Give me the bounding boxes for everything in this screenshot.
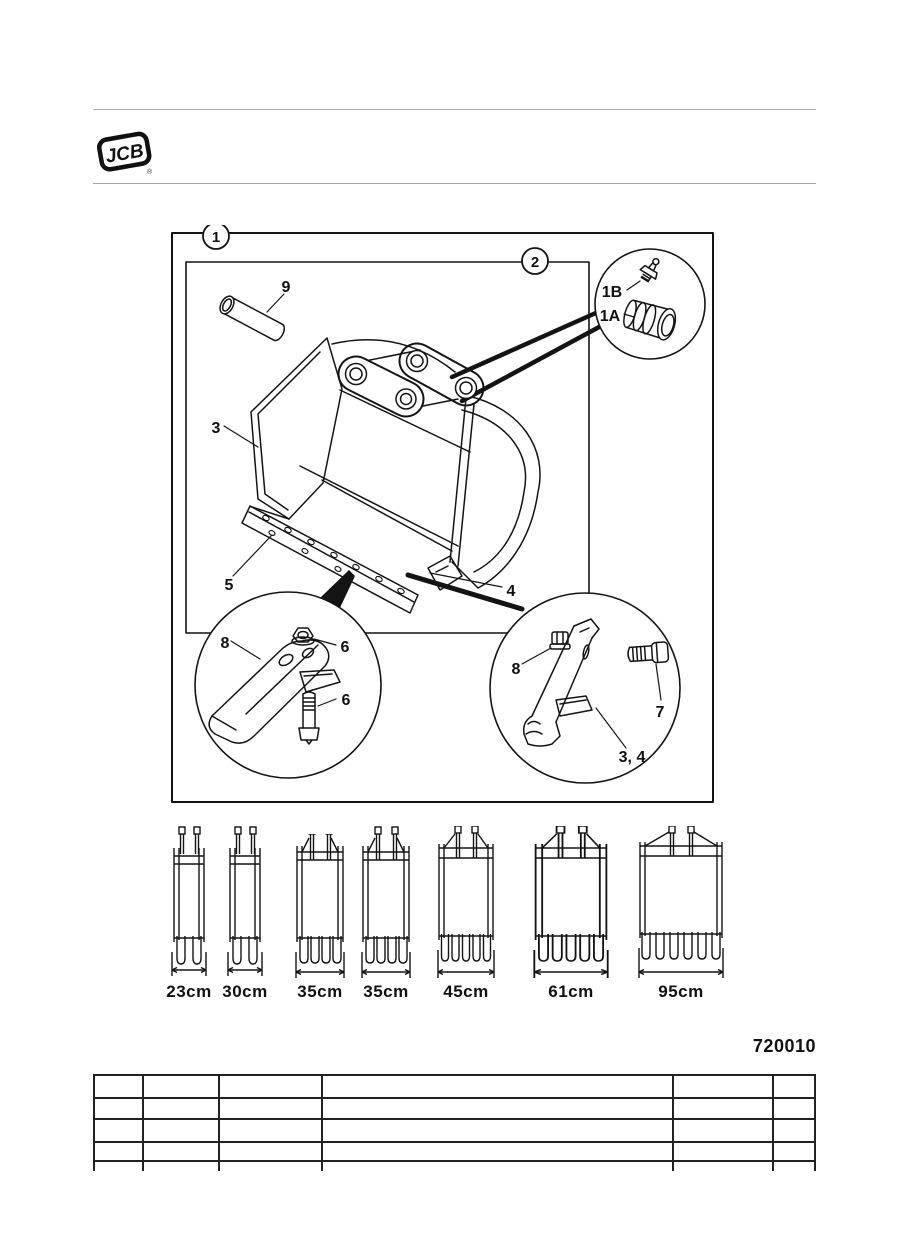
bucket-thumb-35cm-b	[361, 826, 411, 979]
bucket-thumb-30cm	[227, 826, 263, 977]
label-8-corner-nut: 8	[512, 661, 521, 678]
bucket-thumb-61cm	[533, 826, 609, 979]
svg-text:2: 2	[531, 254, 539, 271]
parts-table-row-partial	[93, 1160, 816, 1171]
label-7-corner-bolt: 7	[656, 704, 665, 721]
bucket-thumb-45cm	[437, 826, 495, 979]
parts-table-row	[93, 1141, 816, 1162]
tooth-nut-icon	[291, 627, 315, 646]
registered-mark: ®	[147, 168, 153, 176]
label-9-pin: 9	[282, 279, 291, 296]
bucket-thumb-23cm	[171, 826, 207, 977]
parts-table-row	[93, 1118, 816, 1143]
jcb-logo: JCB ®	[97, 131, 153, 176]
width-label-30cm: 30cm	[222, 982, 268, 1001]
bucket-illustration	[241, 337, 541, 614]
label-3-4-assembly: 3, 4	[619, 749, 646, 766]
svg-text:1: 1	[212, 229, 220, 246]
width-label-23cm: 23cm	[166, 982, 212, 1001]
corner-tooth-detail-circle: 8 7 3, 4	[489, 592, 681, 784]
exploded-diagram: 1B 1A	[171, 225, 714, 803]
bucket-thumb-35cm-a	[295, 834, 345, 979]
tooth-bolt-icon	[298, 691, 320, 745]
corner-bolt-icon	[627, 641, 670, 664]
bush-icon	[623, 299, 677, 341]
pivot-pin-icon	[219, 295, 286, 342]
tooth-detail-circle: 8 6 6	[194, 591, 382, 779]
label-1A: 1A	[600, 308, 621, 325]
hub-detail-circle: 1B 1A	[594, 248, 706, 360]
outer-frame	[171, 232, 714, 803]
grease-nipple-icon	[639, 257, 660, 283]
bucket-tooth-icon	[208, 639, 341, 744]
corner-tooth-icon	[522, 618, 600, 747]
bucket-thumb-95cm	[638, 826, 724, 979]
width-label-35cm-b: 35cm	[363, 982, 409, 1001]
drawing-number: 720010	[752, 1036, 816, 1056]
label-3-side-plate: 3	[212, 420, 221, 437]
width-label-61cm: 61cm	[548, 982, 594, 1001]
header-bottom-rule	[93, 183, 816, 184]
leader-to-corner-tooth-detail	[405, 572, 525, 612]
inner-frame	[185, 261, 590, 634]
leader-to-hub-detail-lower	[459, 323, 604, 404]
parts-table	[93, 1074, 816, 1171]
width-label-35cm-a: 35cm	[297, 982, 343, 1001]
callout-2: 2	[521, 247, 549, 275]
parts-table-row	[93, 1097, 816, 1120]
label-4-corner: 4	[507, 583, 516, 600]
leader-to-hub-detail-upper	[449, 309, 601, 380]
label-5-bottom-edge: 5	[225, 577, 234, 594]
width-label-95cm: 95cm	[658, 982, 704, 1001]
width-label-45cm: 45cm	[443, 982, 489, 1001]
label-1B: 1B	[602, 284, 622, 301]
callout-1: 1	[202, 225, 230, 250]
header-top-rule	[93, 109, 816, 110]
label-8-tooth: 8	[221, 635, 230, 652]
parts-table-row	[93, 1074, 816, 1099]
label-6-nut: 6	[341, 639, 350, 656]
label-6-bolt: 6	[342, 692, 351, 709]
pivot-bosses	[344, 349, 478, 410]
